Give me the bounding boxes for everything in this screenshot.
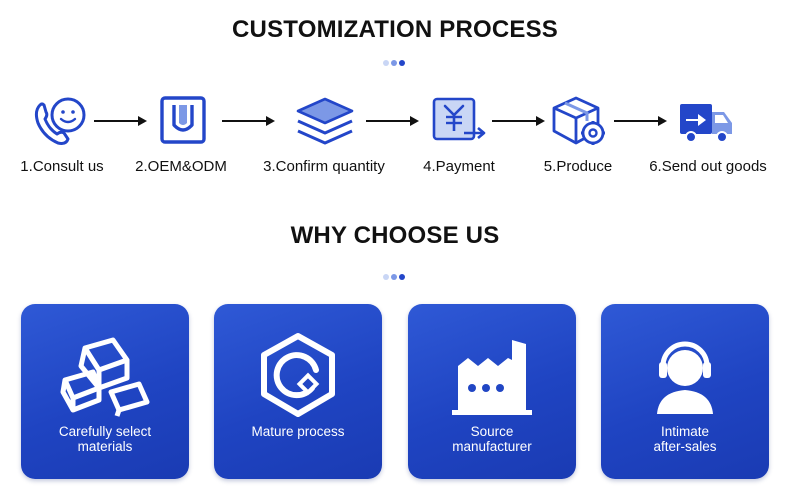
oem-badge-icon bbox=[154, 95, 212, 147]
delivery-truck-icon bbox=[678, 95, 734, 147]
card-after-sales: Intimate after-sales bbox=[601, 304, 769, 479]
arrow-right-icon bbox=[614, 113, 668, 129]
step-label-payment: 4.Payment bbox=[423, 158, 495, 175]
why-title-dots bbox=[383, 274, 409, 280]
step-label-produce: 5.Produce bbox=[543, 158, 613, 175]
step-label-send: 6.Send out goods bbox=[649, 158, 767, 175]
card-materials: Carefully select materials bbox=[21, 304, 189, 479]
yuan-payment-icon bbox=[430, 95, 488, 147]
headset-agent-icon bbox=[635, 330, 735, 420]
arrow-right-icon bbox=[366, 113, 420, 129]
factory-icon bbox=[442, 330, 542, 420]
card-label: Source manufacturer bbox=[452, 424, 532, 454]
card-label: Mature process bbox=[251, 424, 345, 439]
card-label: Intimate after-sales bbox=[653, 424, 717, 454]
arrow-right-icon bbox=[492, 113, 546, 129]
box-gear-icon bbox=[550, 95, 608, 147]
process-title-dots bbox=[383, 60, 409, 66]
step-label-quantity: 3.Confirm quantity bbox=[263, 158, 385, 175]
phone-chat-icon bbox=[32, 95, 90, 147]
stack-layers-icon bbox=[294, 95, 356, 147]
card-manufacturer: Source manufacturer bbox=[408, 304, 576, 479]
step-label-consult: 1.Consult us bbox=[20, 158, 104, 175]
arrow-right-icon bbox=[94, 113, 148, 129]
why-title: WHY CHOOSE US bbox=[290, 222, 500, 249]
gold-bars-icon bbox=[55, 330, 155, 420]
hexagon-process-icon bbox=[248, 330, 348, 420]
card-process: Mature process bbox=[214, 304, 382, 479]
card-label: Carefully select materials bbox=[58, 424, 152, 454]
step-label-oem: 2.OEM&ODM bbox=[135, 158, 227, 175]
process-title: CUSTOMIZATION PROCESS bbox=[232, 16, 558, 43]
arrow-right-icon bbox=[222, 113, 276, 129]
